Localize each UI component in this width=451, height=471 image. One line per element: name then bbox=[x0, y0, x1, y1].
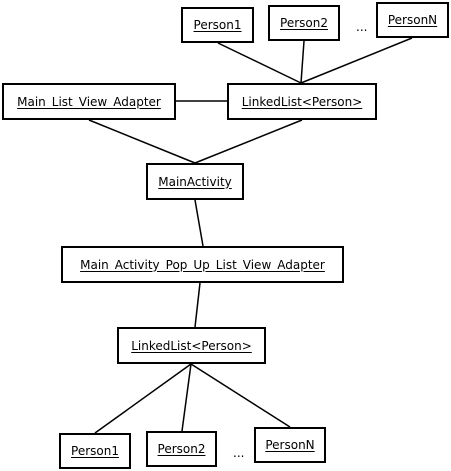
popup-adapter-box: Main_Activity_Pop_Up_List_View_Adapter bbox=[61, 246, 344, 283]
main-activity-box: MainActivity bbox=[146, 163, 244, 200]
popup-adapter-label: Main_Activity_Pop_Up_List_View_Adapter bbox=[80, 257, 325, 272]
top-person2-label: Person2 bbox=[280, 16, 328, 30]
top-person1-box: Person1 bbox=[181, 7, 254, 43]
bottom-person1-box: Person1 bbox=[59, 433, 131, 469]
top-person2-box: Person2 bbox=[268, 5, 340, 41]
bottom-person2-label: Person2 bbox=[157, 442, 206, 456]
bottom-linked-list-box: LinkedList<Person> bbox=[117, 327, 266, 364]
connector-top-personN-to-top-linked-list bbox=[300, 37, 413, 84]
bottom-person1-label: Person1 bbox=[71, 444, 119, 458]
main-list-view-adapter-label: Main_List_View_Adapter bbox=[17, 94, 161, 109]
connector-main-list-view-adapter-to-main-activity bbox=[88, 119, 196, 164]
main-activity-label: MainActivity bbox=[158, 174, 232, 189]
connector-bottom-linked-list-to-bottom-personN bbox=[190, 363, 291, 428]
top-personN-label: PersonN bbox=[387, 13, 438, 27]
bottom-personN-box: PersonN bbox=[254, 427, 326, 463]
connector-popup-adapter-to-bottom-linked-list bbox=[194, 282, 201, 328]
bottom-person2-box: Person2 bbox=[146, 431, 217, 467]
connector-main-activity-to-popup-adapter bbox=[194, 199, 204, 247]
bottom-ellipsis: ... bbox=[233, 446, 245, 460]
top-linked-list-label: LinkedList<Person> bbox=[241, 94, 363, 109]
top-linked-list-box: LinkedList<Person> bbox=[227, 83, 377, 120]
top-person1-label: Person1 bbox=[193, 18, 242, 32]
top-personN-box: PersonN bbox=[376, 2, 449, 38]
connector-bottom-linked-list-to-bottom-person2 bbox=[181, 363, 192, 432]
main-list-view-adapter-box: Main_List_View_Adapter bbox=[2, 83, 176, 120]
connector-top-person2-to-top-linked-list bbox=[300, 40, 305, 84]
bottom-personN-label: PersonN bbox=[265, 438, 315, 452]
top-ellipsis: ... bbox=[356, 20, 368, 34]
connector-bottom-linked-list-to-bottom-person1 bbox=[94, 363, 192, 434]
connector-top-linked-list-to-main-activity bbox=[194, 119, 303, 164]
bottom-linked-list-label: LinkedList<Person> bbox=[131, 338, 252, 353]
connector-top-person1-to-top-linked-list bbox=[217, 42, 302, 84]
